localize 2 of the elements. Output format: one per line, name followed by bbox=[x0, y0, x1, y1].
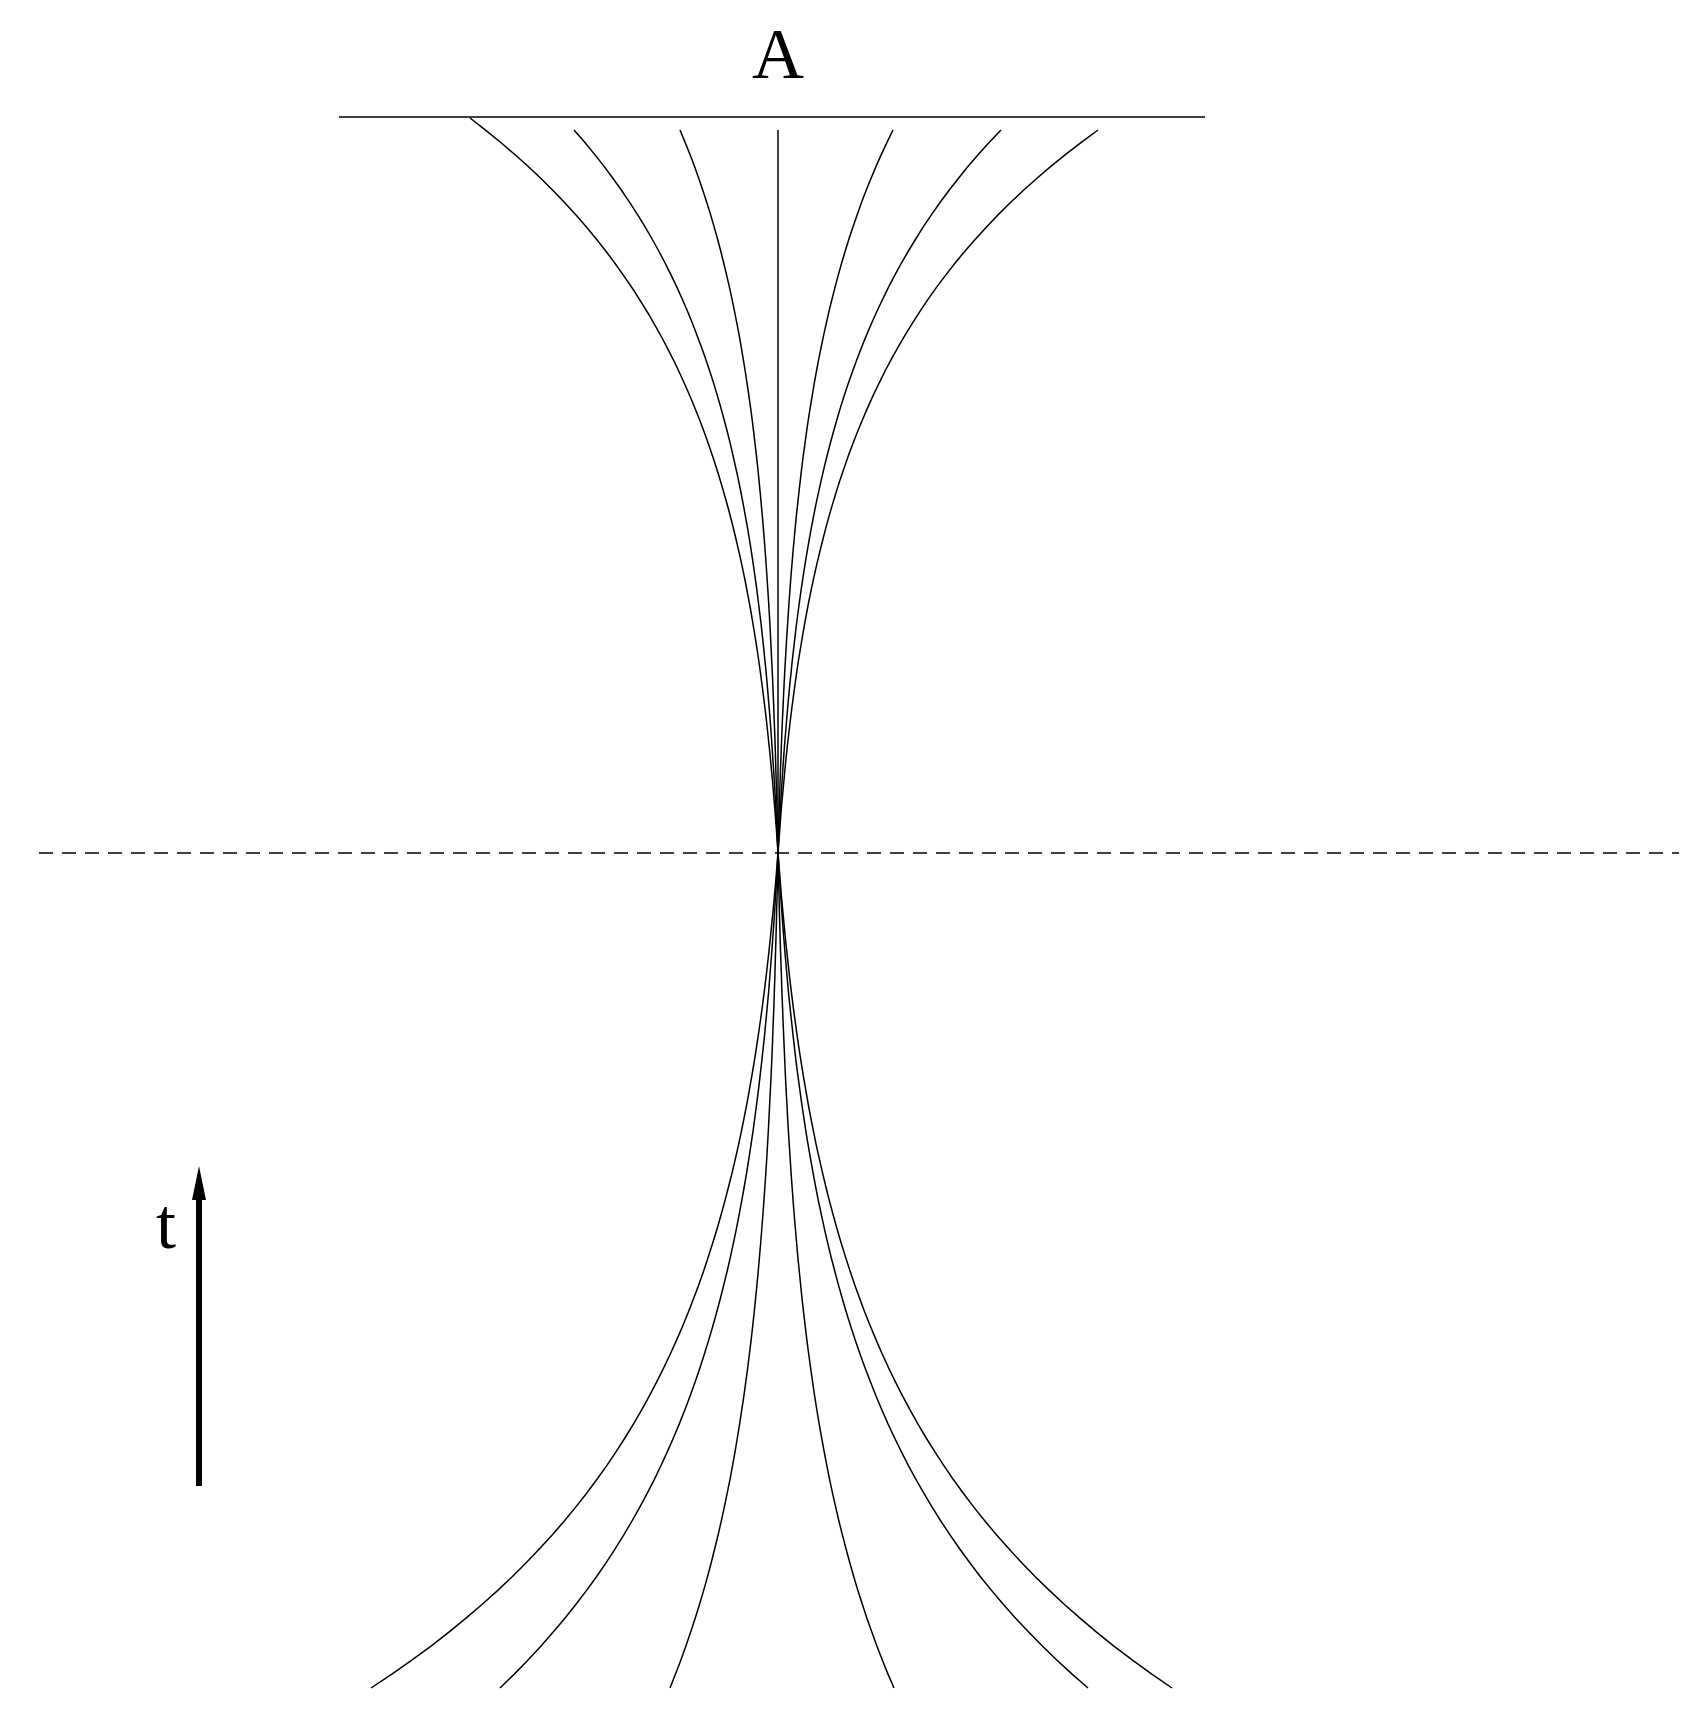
axis-label: t bbox=[155, 1188, 177, 1260]
axis-label: A bbox=[751, 18, 805, 90]
